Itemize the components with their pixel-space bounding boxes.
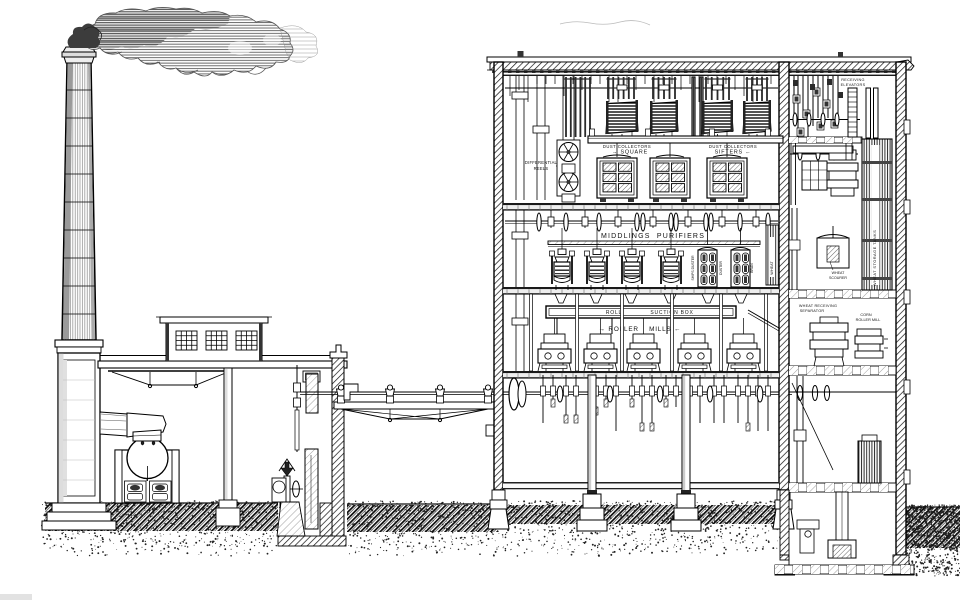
svg-text:SIFTERS ←: SIFTERS ← <box>715 150 752 156</box>
svg-text:ROLLER MILL: ROLLER MILL <box>856 318 881 322</box>
svg-text:SHIPS DUSTER: SHIPS DUSTER <box>691 255 695 281</box>
svg-text:→ ROLLER MILLS ←: → ROLLER MILLS ← <box>599 326 682 333</box>
svg-text:DUST COLLECTORS: DUST COLLECTORS <box>709 144 757 149</box>
svg-text:→ SQUARE: → SQUARE <box>612 150 648 156</box>
svg-text:ROLL: ROLL <box>606 310 622 316</box>
svg-text:DUST COLLECTORS: DUST COLLECTORS <box>603 144 651 149</box>
svg-text:REELS: REELS <box>534 166 549 171</box>
svg-text:SEPARATOR: SEPARATOR <box>800 309 825 313</box>
svg-text:DUSTER: DUSTER <box>719 260 723 274</box>
svg-text:CORN: CORN <box>860 313 871 317</box>
svg-text:BRAN: BRAN <box>750 263 754 273</box>
svg-text:WHEAT STORAGE TANKS: WHEAT STORAGE TANKS <box>872 230 877 286</box>
svg-text:WHEAT: WHEAT <box>832 271 846 275</box>
svg-text:WHEAT RECEIVING: WHEAT RECEIVING <box>799 304 837 308</box>
svg-text:MIDDLINGS PURIFIERS: MIDDLINGS PURIFIERS <box>601 233 705 240</box>
svg-text:ELEVATORS: ELEVATORS <box>841 83 866 87</box>
svg-text:SCOURER: SCOURER <box>829 276 847 280</box>
svg-text:RECEIVING: RECEIVING <box>841 78 865 82</box>
svg-text:WHEAT: WHEAT <box>770 261 774 275</box>
svg-text:DIFFERENTIAL: DIFFERENTIAL <box>525 160 558 165</box>
